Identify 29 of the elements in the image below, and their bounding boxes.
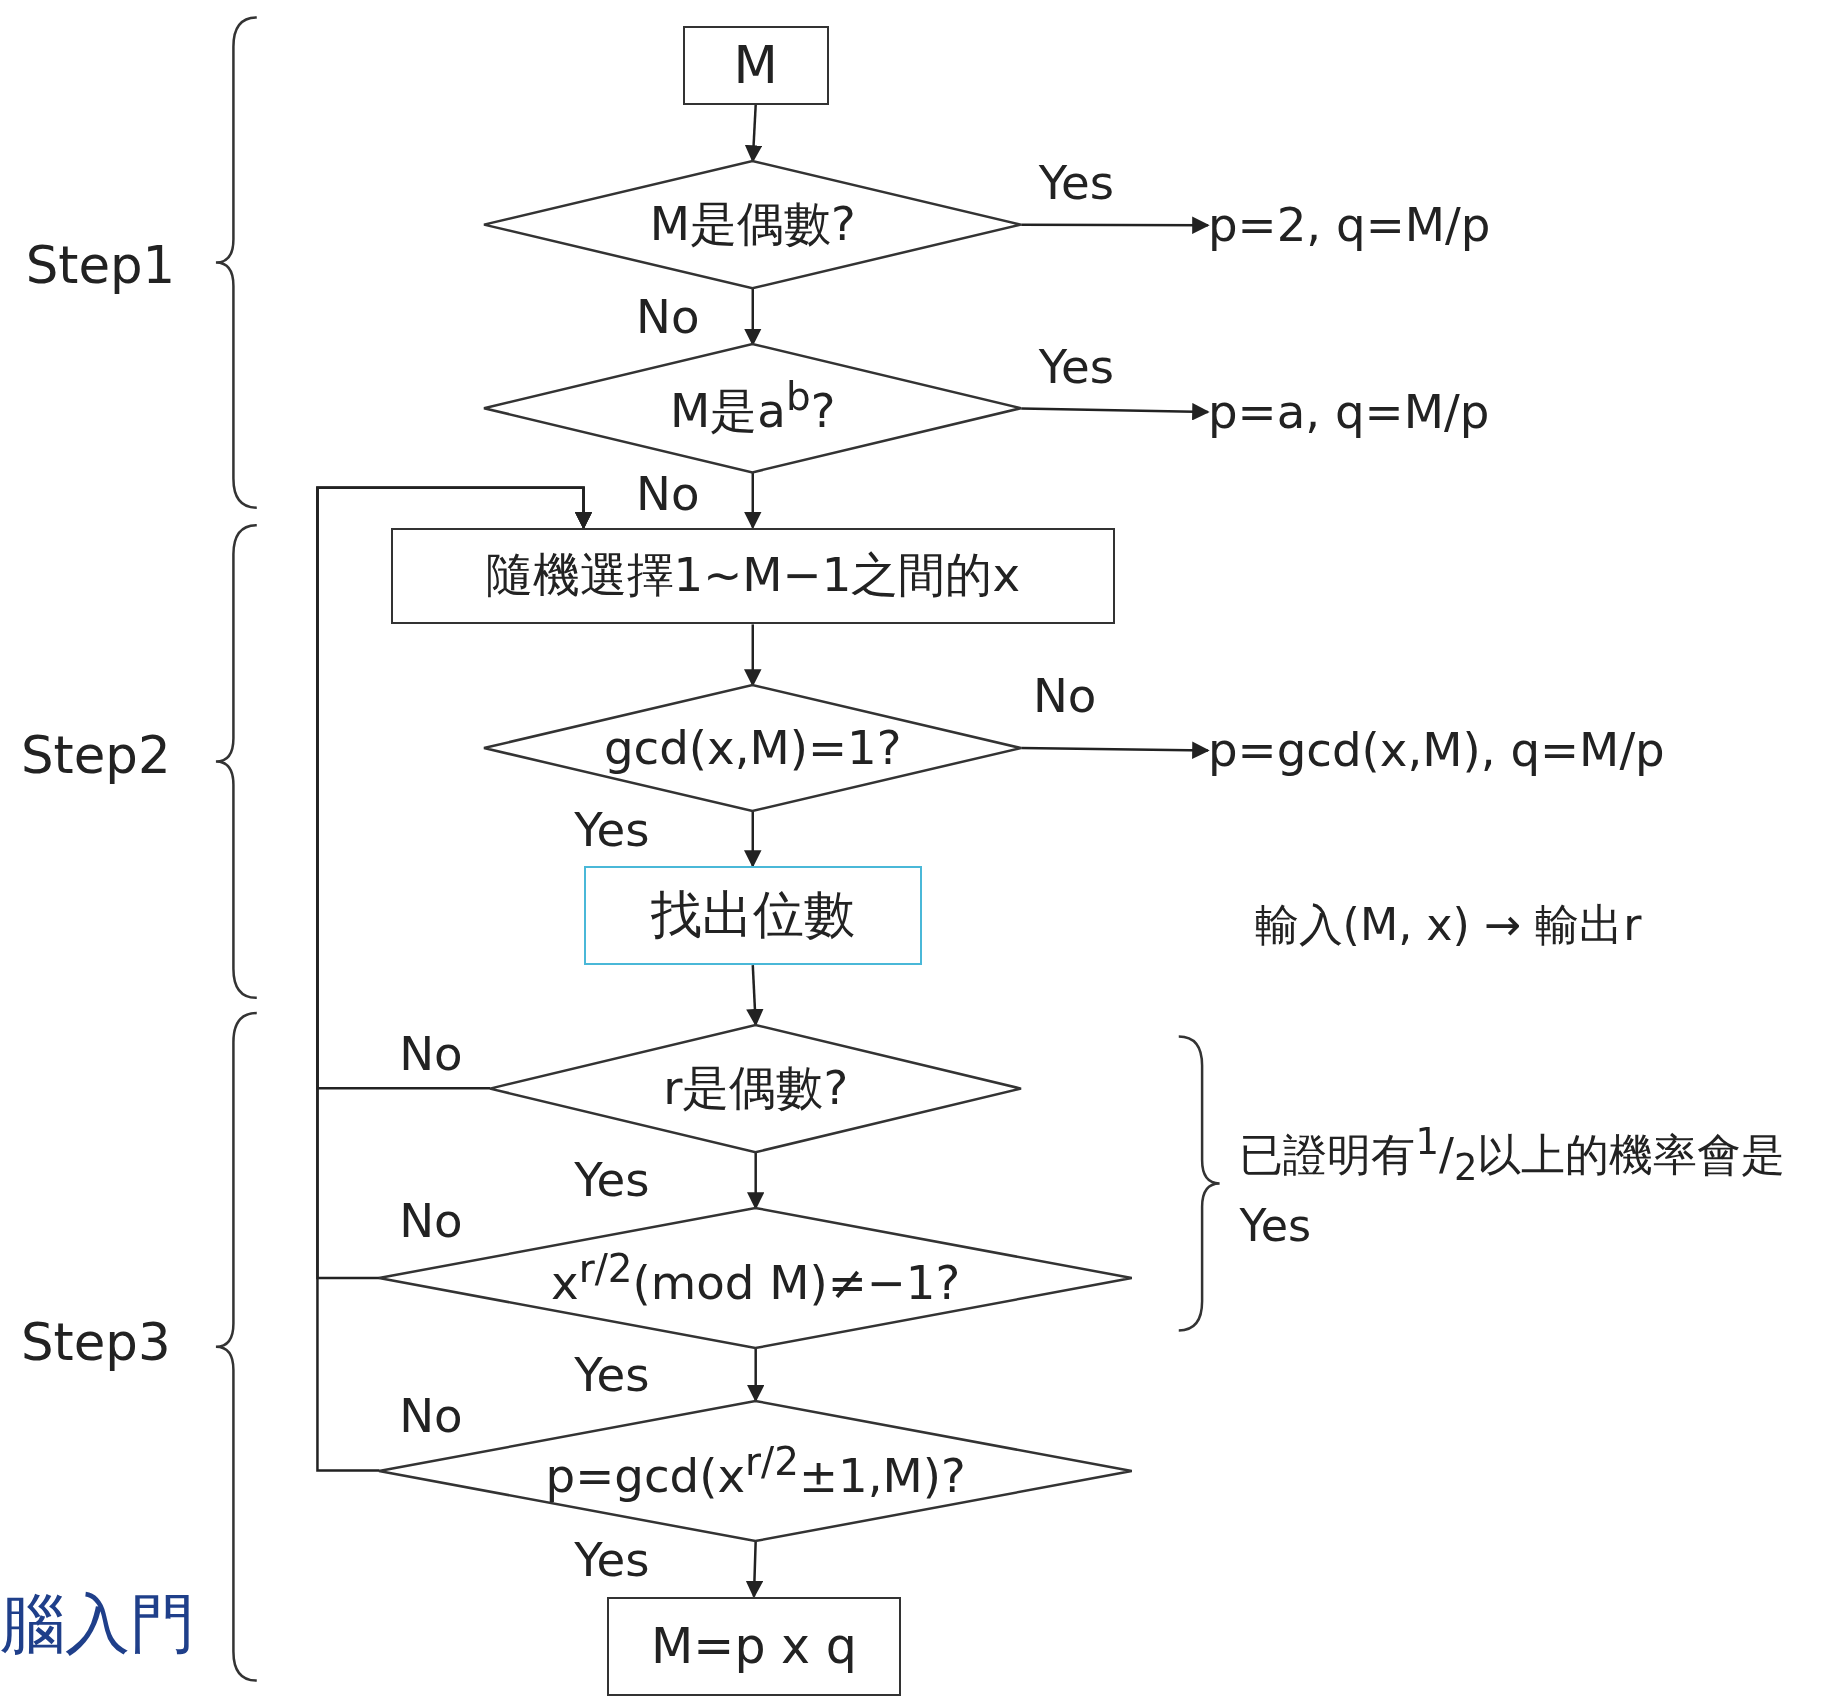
result-text: p=a, q=M/p <box>1207 379 1582 445</box>
process-box: M=p x q <box>606 1596 901 1696</box>
result-text: p=2, q=M/p <box>1207 192 1582 258</box>
arrow <box>746 965 764 1027</box>
step-label: Step3 <box>21 1310 171 1374</box>
note-text: 已證明有$^{1}$/$_{2}$以上的機率會是Yes <box>1239 1118 1787 1253</box>
arrow <box>745 1540 764 1599</box>
arrow <box>746 1151 765 1210</box>
process-box: M <box>682 25 829 106</box>
arrow <box>1021 741 1210 759</box>
arrow <box>746 1348 765 1403</box>
arrow <box>744 472 762 530</box>
arrow <box>1021 402 1210 421</box>
arrow <box>744 811 762 868</box>
process-box: 隨機選擇1~M−1之間的x <box>390 527 1115 625</box>
arrow <box>744 624 762 687</box>
arrow <box>316 486 593 1472</box>
result-text: p=gcd(x,M), q=M/p <box>1207 717 1769 784</box>
decision-diamond: M是a$^{b}$? <box>484 344 1022 473</box>
arrow <box>1021 216 1210 234</box>
process-box: 找出位數 <box>583 865 922 966</box>
step-label: Step1 <box>25 233 176 297</box>
decision-diamond: gcd(x,M)=1? <box>484 685 1022 812</box>
decision-diamond: M是偶數? <box>484 161 1022 289</box>
note-text: 輸入(M, x) → 輸出r <box>1254 897 1642 952</box>
arrow <box>744 104 763 163</box>
heading-text: 腦入門 <box>0 1583 195 1663</box>
step-label: Step2 <box>21 723 171 787</box>
decision-diamond: r是偶數? <box>490 1024 1022 1152</box>
